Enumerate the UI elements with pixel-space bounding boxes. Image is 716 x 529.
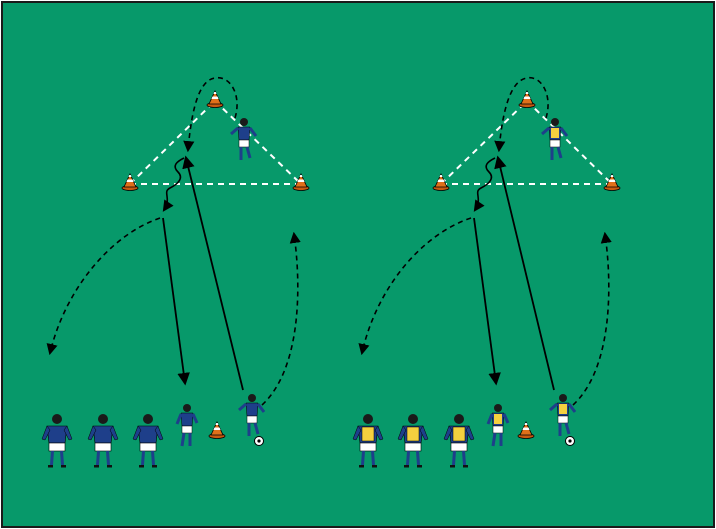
run-arrow	[494, 77, 549, 153]
ball-icon	[565, 436, 575, 446]
pass-arrow	[182, 155, 244, 391]
cone-triangle	[129, 100, 302, 185]
run-arrow	[261, 231, 301, 406]
dribble-arrow	[162, 157, 185, 212]
run-arrow	[572, 231, 612, 406]
dribble-arrow	[473, 157, 496, 212]
pass-arrow	[162, 217, 190, 386]
pass-arrow	[473, 217, 501, 386]
drill-left	[41, 77, 310, 468]
run-arrow	[183, 77, 238, 153]
ball-icon	[254, 436, 264, 446]
drill-right	[352, 77, 621, 468]
run-arrow	[46, 217, 161, 356]
run-arrow	[358, 217, 472, 356]
pass-arrow	[494, 155, 555, 391]
cone-triangle	[440, 100, 613, 185]
